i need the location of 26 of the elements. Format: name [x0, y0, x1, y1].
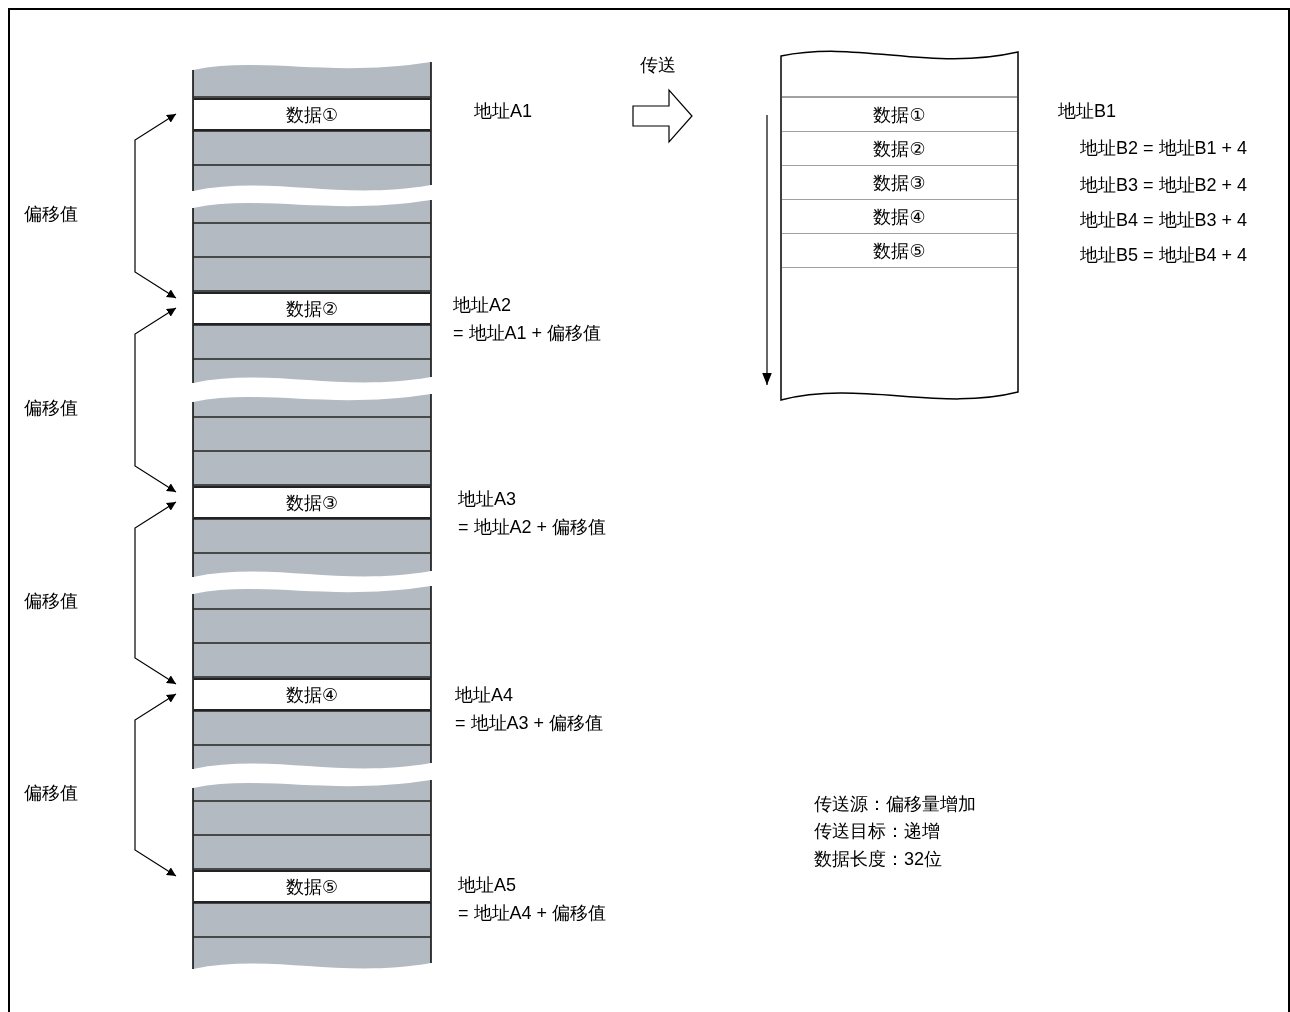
address-label: 地址B5 = 地址B4 + 4 [1080, 246, 1248, 264]
address-label: 数据长度：32位 [814, 850, 943, 868]
offset-arrow [134, 307, 177, 493]
data-cell: 数据⑤ [194, 870, 430, 903]
address-label: 地址B4 = 地址B3 + 4 [1080, 211, 1248, 229]
edge-label: 偏移值 [24, 205, 78, 223]
edge-label: 偏移值 [24, 592, 78, 610]
address-label: 地址B1 [1058, 102, 1117, 120]
data-cell: 数据③ [194, 486, 430, 519]
address-label: = 地址A1 + 偏移值 [453, 324, 602, 342]
data-cell: 数据① [194, 98, 430, 131]
address-label: = 地址A3 + 偏移值 [455, 714, 604, 732]
address-label: 传送 [640, 56, 676, 74]
offset-arrow [134, 693, 177, 877]
address-label: 传送源：偏移量增加 [814, 795, 976, 813]
address-label: 地址B2 = 地址B1 + 4 [1080, 139, 1248, 157]
edge-label: 偏移值 [24, 399, 78, 417]
address-label: 传送目标：递增 [814, 822, 940, 840]
data-cell: 数据② [194, 292, 430, 325]
edge-label: 偏移值 [24, 784, 78, 802]
data-cell: 数据④ [194, 678, 430, 711]
address-label: = 地址A4 + 偏移值 [458, 904, 607, 922]
offset-arrow [134, 501, 177, 685]
offset-arrow [134, 113, 177, 299]
address-label: 地址B3 = 地址B2 + 4 [1080, 176, 1248, 194]
address-label: = 地址A2 + 偏移值 [458, 518, 607, 536]
